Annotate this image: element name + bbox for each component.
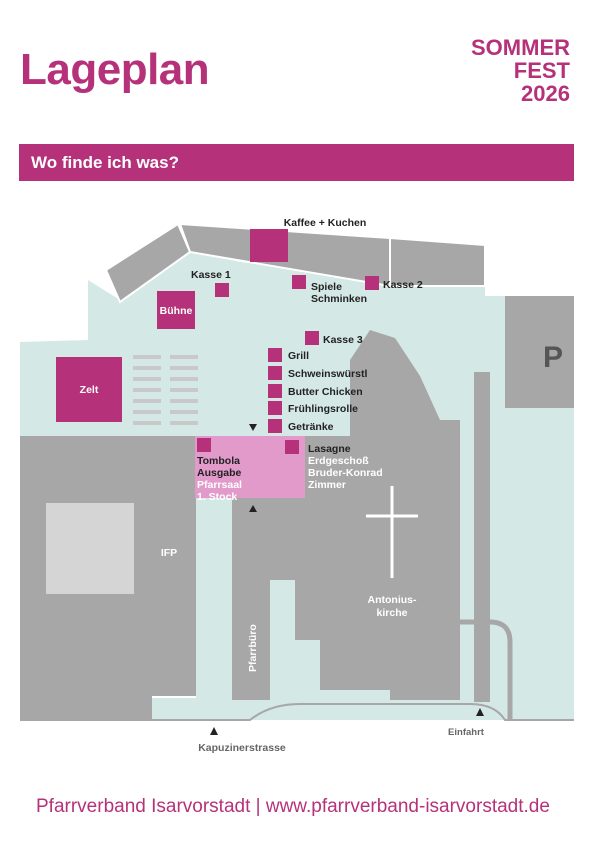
pfarrbuero-label: Pfarrbüro — [247, 624, 259, 672]
zelt-label: Zelt — [80, 384, 99, 396]
logo-line: 2026 — [521, 81, 570, 106]
lasagne-marker — [285, 440, 299, 454]
schweinswuerstl-marker — [268, 366, 282, 380]
parking-label: P — [543, 341, 563, 374]
kaffee-stand — [250, 229, 288, 262]
schweinswuerstl-label: Schweinswürstl — [288, 368, 367, 380]
section-banner: Wo finde ich was? — [19, 144, 574, 181]
zimmer-label: Zimmer — [308, 479, 346, 491]
kasse2-label: Kasse 2 — [383, 279, 423, 291]
north-building — [389, 236, 486, 287]
schminken-label: Schminken — [311, 293, 367, 305]
entrance-arrow — [249, 424, 257, 431]
kasse1-marker — [215, 283, 229, 297]
entrance-arrow — [249, 505, 257, 512]
page-title: Lageplan — [20, 45, 210, 94]
logo-line: FEST — [513, 58, 570, 83]
stock-label: 1. Stock — [197, 491, 237, 503]
buehne-label: Bühne — [160, 305, 193, 317]
logo-line: SOMMER — [471, 35, 570, 60]
kasse2-marker — [365, 276, 379, 290]
parking-area — [505, 296, 574, 408]
antonius-label-2: kirche — [377, 607, 408, 619]
lasagne-label: Lasagne — [308, 443, 351, 455]
fruehlingsrolle-label: Frühlingsrolle — [288, 403, 358, 415]
grill-marker — [268, 348, 282, 362]
kaffee-label: Kaffee + Kuchen — [284, 217, 367, 229]
zelt-benches — [133, 355, 198, 425]
ausgabe-label: Ausgabe — [197, 467, 242, 479]
grill-label: Grill — [288, 350, 309, 362]
tombola-marker — [197, 438, 211, 452]
kasse3-label: Kasse 3 — [323, 334, 363, 346]
ifp-courtyard — [46, 503, 134, 594]
getraenke-marker — [268, 419, 282, 433]
butter-chicken-label: Butter Chicken — [288, 386, 363, 398]
butter-chicken-marker — [268, 384, 282, 398]
kasse3-marker — [305, 331, 319, 345]
access-road — [474, 372, 490, 702]
spiele-marker — [292, 275, 306, 289]
entrance-arrow — [476, 708, 484, 716]
getraenke-label: Getränke — [288, 421, 334, 433]
antonius-label-1: Antonius- — [368, 594, 417, 606]
pfarrsaal-label: Pfarrsaal — [197, 479, 242, 491]
kapuzinerstrasse-label: Kapuzinerstrasse — [198, 742, 286, 754]
road-curve — [460, 619, 513, 720]
erdgeschoss-label: Erdgeschoß — [308, 455, 369, 467]
church-building — [232, 330, 460, 700]
fruehlingsrolle-marker — [268, 401, 282, 415]
tombola-label: Tombola — [197, 455, 240, 467]
event-logo: SOMMER FEST 2026 — [471, 36, 570, 105]
zelt — [56, 357, 122, 422]
kapuzinerstrasse-road — [20, 703, 574, 721]
spiele-label: Spiele — [311, 281, 342, 293]
einfahrt-label: Einfahrt — [448, 727, 485, 738]
kasse1-label: Kasse 1 — [191, 269, 231, 281]
bruder-konrad-label: Bruder-Konrad — [308, 467, 383, 479]
entrance-arrow — [210, 727, 218, 735]
buehne — [157, 291, 195, 329]
footer-text: Pfarrverband Isarvorstadt | www.pfarrver… — [36, 796, 550, 817]
ifp-label: IFP — [161, 547, 177, 559]
